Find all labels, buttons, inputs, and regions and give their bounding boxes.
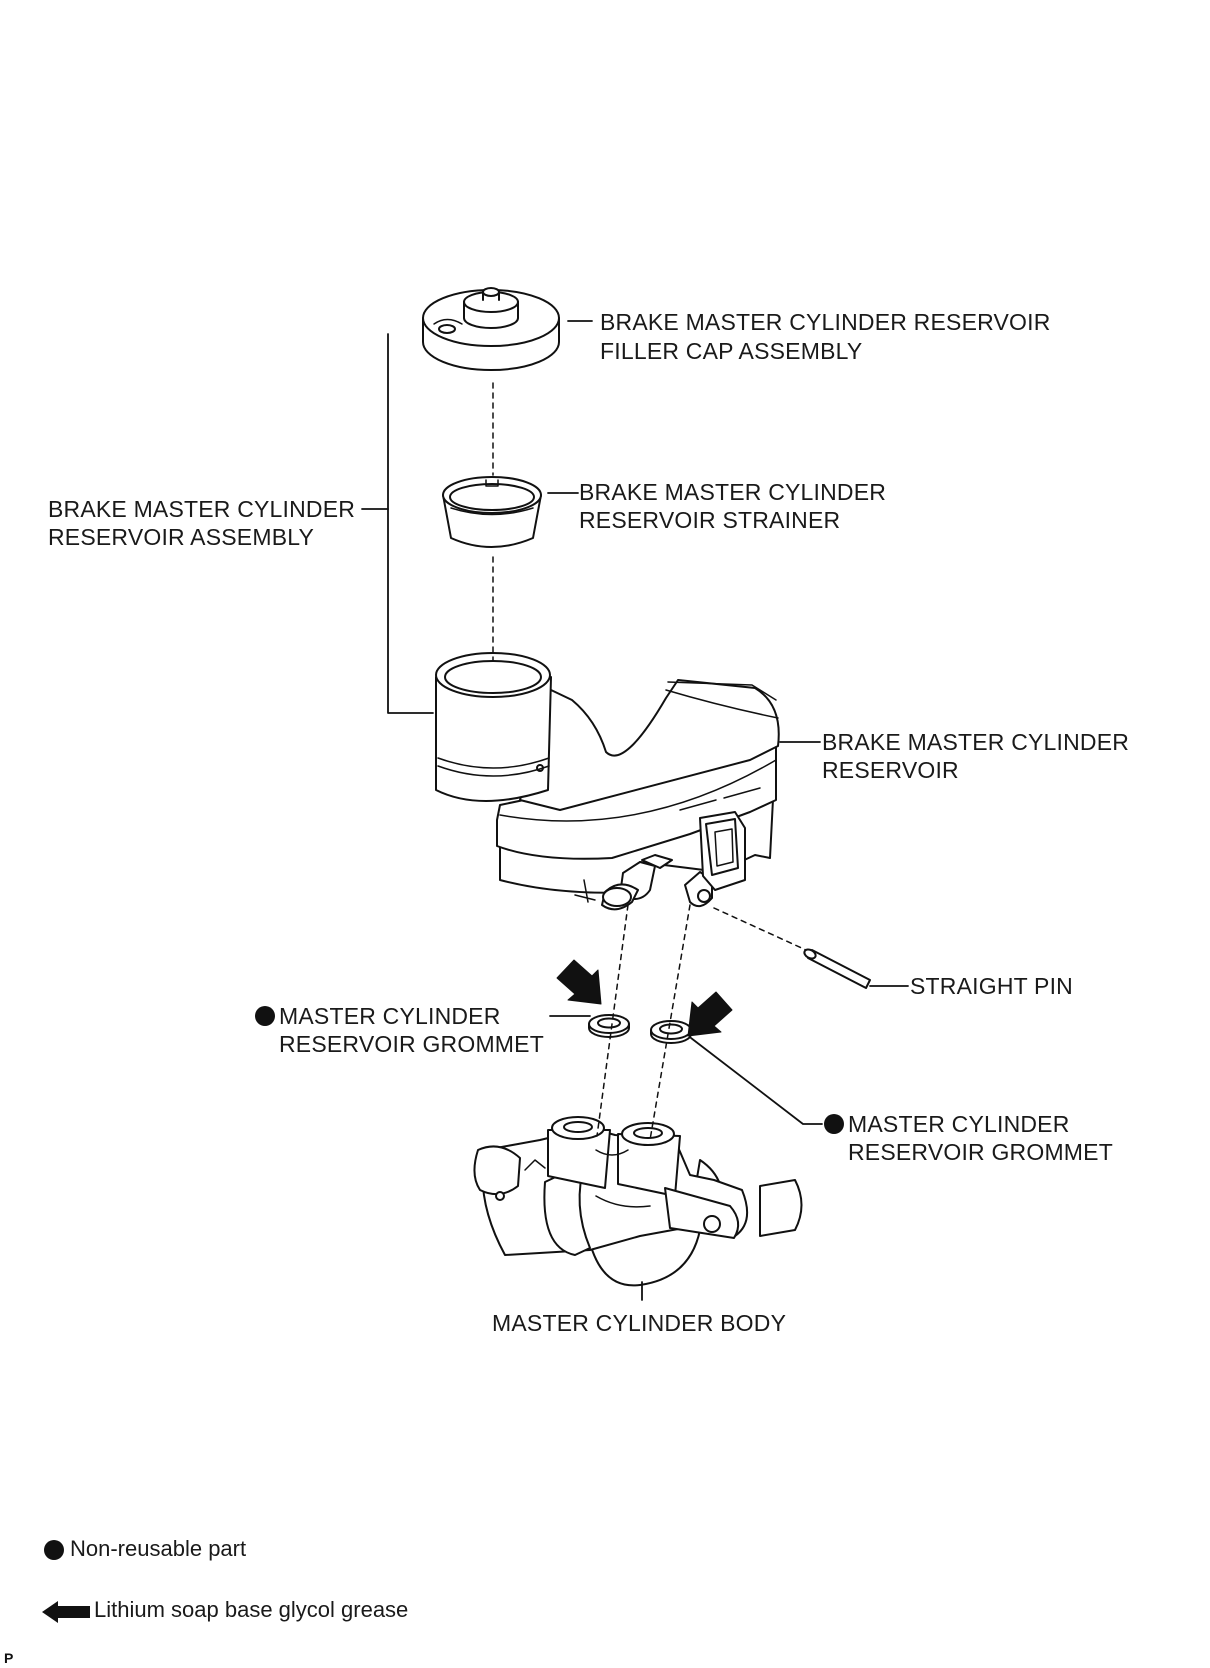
label-grommet-left-line1: MASTER CYLINDER xyxy=(279,1003,501,1029)
label-grommet-right-line2: RESERVOIR GROMMET xyxy=(848,1139,1113,1165)
legend-non-reusable: Non-reusable part xyxy=(70,1536,247,1561)
grease-arrow-icons xyxy=(556,959,733,1037)
label-strainer-line2: RESERVOIR STRAINER xyxy=(579,507,841,533)
corner-mark: P xyxy=(4,1650,14,1666)
non-reusable-marker-right xyxy=(824,1114,844,1134)
label-filler-cap-line2: FILLER CAP ASSEMBLY xyxy=(600,338,863,364)
label-grommet-left-line2: RESERVOIR GROMMET xyxy=(279,1031,544,1057)
straight-pin-drawing xyxy=(803,948,871,989)
thick-arrow-left-icon xyxy=(42,1601,90,1623)
label-strainer-line1: BRAKE MASTER CYLINDER xyxy=(579,479,887,505)
strainer-drawing xyxy=(442,476,542,548)
label-filler-cap-line1: BRAKE MASTER CYLINDER RESERVOIR xyxy=(600,309,1051,335)
label-cylinder-body: MASTER CYLINDER BODY xyxy=(492,1310,787,1336)
non-reusable-marker-left xyxy=(255,1006,275,1026)
label-grommet-right-line1: MASTER CYLINDER xyxy=(848,1111,1070,1137)
reservoir-drawing xyxy=(435,652,780,911)
grommet-drawings xyxy=(588,1014,692,1044)
label-reservoir-line1: BRAKE MASTER CYLINDER xyxy=(822,729,1130,755)
filler-cap-drawing xyxy=(422,287,560,371)
label-straight-pin: STRAIGHT PIN xyxy=(910,973,1073,999)
label-reservoir-assembly-line1: BRAKE MASTER CYLINDER xyxy=(48,496,356,522)
filled-circle-icon xyxy=(44,1540,64,1560)
label-reservoir-assembly-line2: RESERVOIR ASSEMBLY xyxy=(48,524,315,550)
cylinder-body-drawing xyxy=(473,1116,803,1287)
assembly-dashed-lines xyxy=(492,382,807,1141)
label-reservoir-line2: RESERVOIR xyxy=(822,757,959,783)
legend-grease: Lithium soap base glycol grease xyxy=(94,1597,409,1622)
leader-lines xyxy=(361,320,909,1301)
